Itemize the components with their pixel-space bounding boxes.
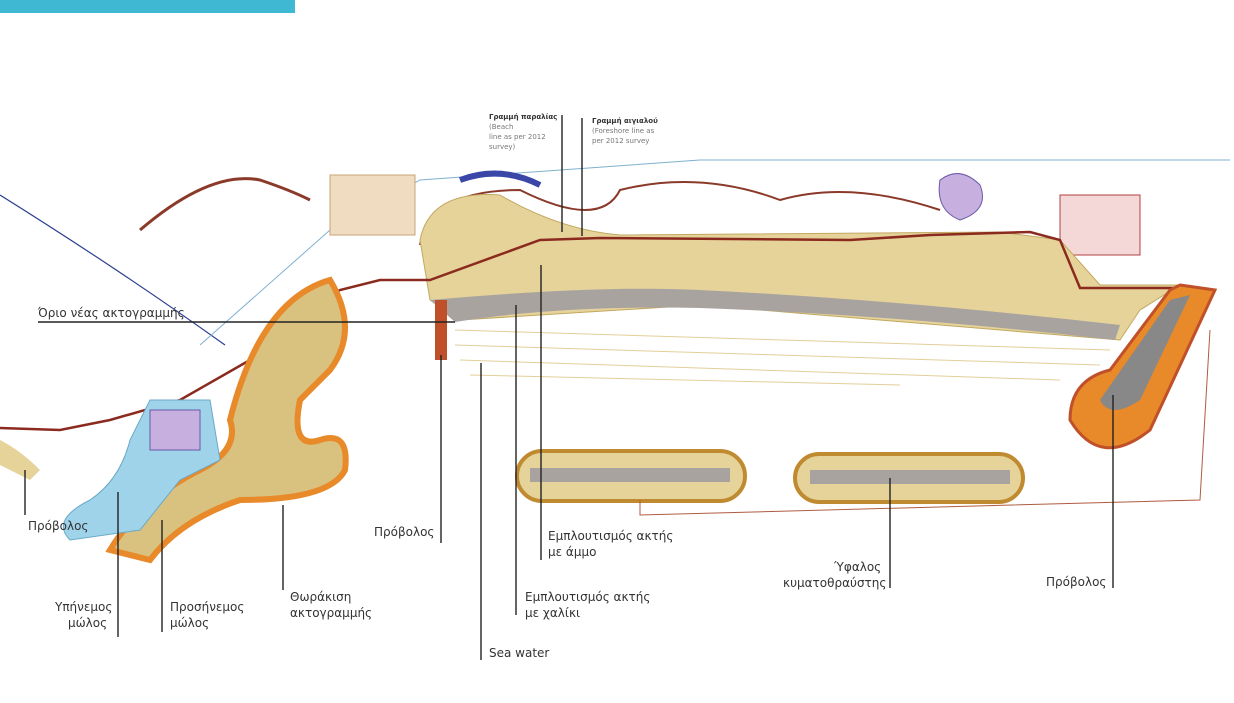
- label-coast-armour: Θωράκιση: [290, 590, 351, 604]
- label-groin-right: Πρόβολος: [1046, 575, 1106, 589]
- land-features: [0, 159, 1230, 346]
- sea-hatching: [454, 329, 1111, 386]
- label-leeward-mole-2: μώλος: [68, 616, 107, 630]
- label-windward-mole-2: μώλος: [170, 616, 209, 630]
- label-leeward-mole: Υπήνεμος: [54, 600, 112, 614]
- label-groin-left: Πρόβολος: [28, 519, 88, 533]
- label-sand-nourishment: Εμπλουτισμός ακτής: [548, 529, 673, 543]
- header-accent-bar: [0, 0, 295, 13]
- groin-mid-structure: [435, 300, 447, 360]
- label-reef-breakwater-2: κυματοθραύστης: [783, 576, 886, 590]
- label-reef-breakwater: Ύφαλος: [833, 560, 881, 574]
- label-sand-nourishment-2: με άμμο: [548, 545, 596, 559]
- svg-text:Γραμμή παραλίας: Γραμμή παραλίας: [489, 113, 557, 121]
- svg-text:(Foreshore line as: (Foreshore line as: [592, 127, 655, 135]
- groin-right-structure: [1068, 283, 1218, 450]
- foreshore-line-note: Γραμμή αιγιαλού (Foreshore line as per 2…: [592, 117, 658, 145]
- parking-area: [329, 174, 416, 236]
- building-complex: [1059, 194, 1141, 256]
- harbour: [0, 276, 349, 564]
- svg-text:survey): survey): [489, 143, 516, 151]
- label-groin-mid: Πρόβολος: [374, 525, 434, 539]
- reef-breakwater-right: [793, 452, 1025, 504]
- label-windward-mole: Προσήνεμος: [170, 600, 244, 614]
- gravel-nourishment-band: [430, 288, 1120, 340]
- reef-breakwater-left: [515, 449, 747, 503]
- beach-line-note: Γραμμή παραλίας (Beach line as per 2012 …: [489, 113, 557, 151]
- svg-text:Γραμμή αιγιαλού: Γραμμή αιγιαλού: [592, 117, 658, 125]
- label-coast-armour-2: ακτογραμμής: [290, 606, 372, 620]
- pointer-lines: [24, 115, 1114, 660]
- label-gravel-nourishment: Εμπλουτισμός ακτής: [525, 590, 650, 604]
- project-boundary: [639, 329, 1211, 516]
- label-new-coastline: Όριο νέας ακτογραμμής: [37, 306, 185, 320]
- svg-text:line as per 2012: line as per 2012: [489, 133, 546, 141]
- label-sea-water: Sea water: [489, 646, 549, 660]
- svg-text:(Beach: (Beach: [489, 123, 513, 131]
- svg-text:per 2012 survey: per 2012 survey: [592, 137, 649, 145]
- label-gravel-nourishment-2: με χαλίκι: [525, 606, 580, 620]
